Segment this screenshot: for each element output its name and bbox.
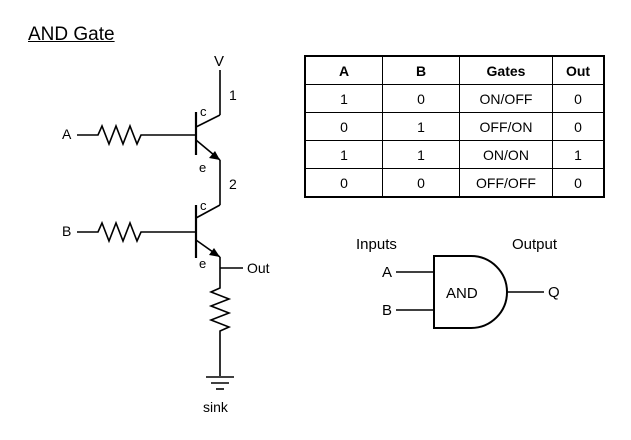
header-out: Out xyxy=(552,55,605,85)
sink-label: sink xyxy=(203,399,229,415)
cell-b: 1 xyxy=(382,112,460,141)
table-row: 0 1 OFF/ON 0 xyxy=(304,112,605,141)
header-gates: Gates xyxy=(459,55,553,85)
inputs-label: Inputs xyxy=(356,236,397,253)
emitter-1-arrow xyxy=(209,151,220,160)
cell-b: 0 xyxy=(382,84,460,113)
emitter-1-label: e xyxy=(199,160,206,175)
cell-out: 0 xyxy=(552,168,605,198)
cell-gates: ON/ON xyxy=(459,140,553,169)
cell-gates: ON/OFF xyxy=(459,84,553,113)
table-row: 1 0 ON/OFF 0 xyxy=(304,84,605,113)
header-b: B xyxy=(382,55,460,85)
resistor-a xyxy=(77,123,196,147)
gate-label: AND xyxy=(446,285,478,302)
supply-label: V xyxy=(214,53,224,70)
ground-icon xyxy=(206,376,234,390)
emitter-2-arrow xyxy=(209,248,220,257)
header-a: A xyxy=(304,55,383,85)
gate-input-a: A xyxy=(382,264,392,281)
gate-input-b: B xyxy=(382,302,392,319)
and-gate-symbol: Inputs Output A B AND Q xyxy=(356,236,560,329)
cell-a: 0 xyxy=(304,168,383,198)
collector-1-label: c xyxy=(200,104,207,119)
emitter-2-label: e xyxy=(199,256,206,271)
gate-body xyxy=(433,255,508,329)
cell-b: 0 xyxy=(382,168,460,198)
table-row: 0 0 OFF/OFF 0 xyxy=(304,168,605,198)
resistor-b xyxy=(77,220,196,244)
cell-a: 1 xyxy=(304,140,383,169)
cell-out: 0 xyxy=(552,112,605,141)
transistor-1: c e xyxy=(194,70,221,175)
gate-output-label: Output xyxy=(512,236,558,253)
cell-b: 1 xyxy=(382,140,460,169)
truth-table-header-row: A B Gates Out xyxy=(304,55,605,85)
output-label: Out xyxy=(247,260,270,276)
cell-a: 0 xyxy=(304,112,383,141)
load-resistor xyxy=(208,278,232,376)
truth-table: A B Gates Out 1 0 ON/OFF 0 0 1 OFF/ON 0 … xyxy=(304,55,605,198)
diagram-title: AND Gate xyxy=(28,24,115,45)
collector-1-lead xyxy=(195,114,221,128)
collector-2-label: c xyxy=(200,198,207,213)
cell-gates: OFF/ON xyxy=(459,112,553,141)
table-row: 1 1 ON/ON 1 xyxy=(304,140,605,169)
cell-gates: OFF/OFF xyxy=(459,168,553,198)
input-b-label: B xyxy=(62,223,71,239)
collector-2-lead xyxy=(195,204,221,219)
input-a-label: A xyxy=(62,126,72,142)
cell-a: 1 xyxy=(304,84,383,113)
node-2-label: 2 xyxy=(229,176,237,192)
node-1-label: 1 xyxy=(229,87,237,103)
cell-out: 1 xyxy=(552,140,605,169)
gate-output-q: Q xyxy=(548,284,560,301)
cell-out: 0 xyxy=(552,84,605,113)
transistor-2: c e xyxy=(194,198,221,271)
